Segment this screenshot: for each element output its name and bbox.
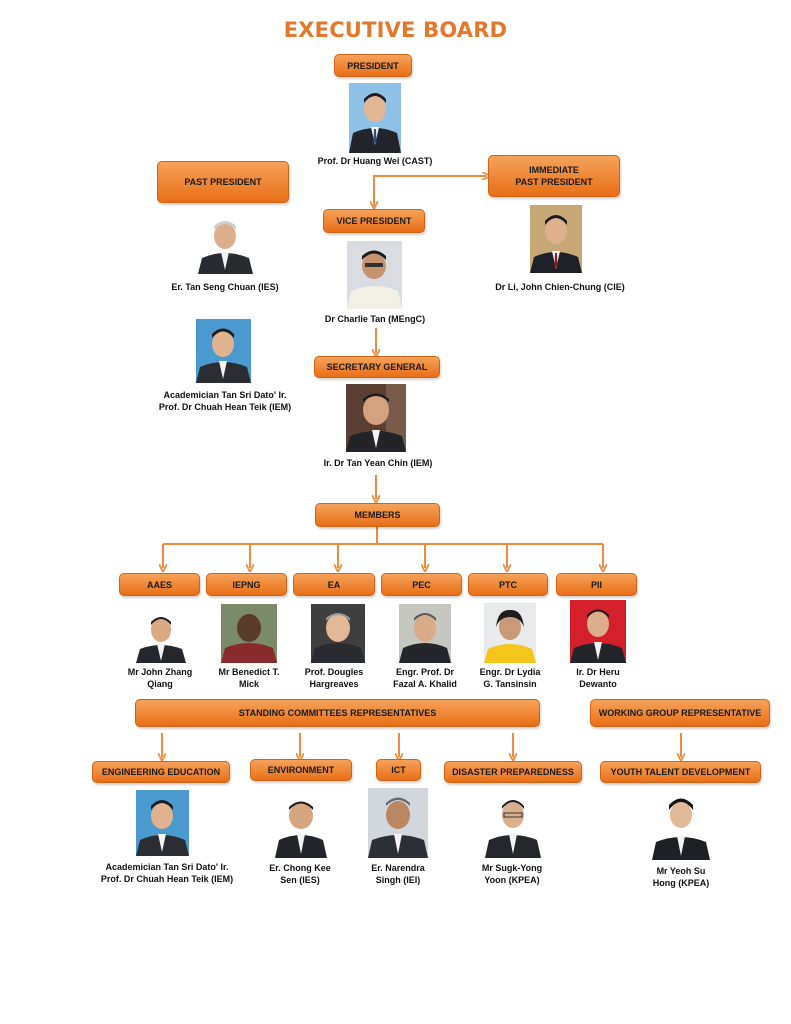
past-president-photo-1 xyxy=(198,212,253,274)
working-group-box: WORKING GROUP REPRESENTATIVE xyxy=(590,699,770,727)
committee-photo-youth-talent-development xyxy=(652,790,710,860)
past-president-photo-2 xyxy=(196,319,251,383)
vice-president-photo xyxy=(347,241,402,309)
member-photo-pec xyxy=(399,604,451,663)
secretary-general-photo xyxy=(346,384,406,452)
committee-photo-environment xyxy=(275,792,327,858)
page-title: EXECUTIVE BOARD xyxy=(283,18,508,42)
member-name-pec: Engr. Prof. Dr Fazal A. Khalid xyxy=(393,667,457,689)
secretary-general-box: SECRETARY GENERAL xyxy=(314,356,440,378)
committee-name-ict: Er. Narendra Singh (IEI) xyxy=(371,863,425,885)
president-name: Prof. Dr Huang Wei (CAST) xyxy=(317,156,433,166)
member-name-ptc: Engr. Dr Lydia G. Tansinsin xyxy=(479,667,541,689)
committee-photo-disaster-preparedness xyxy=(485,790,541,858)
committee-youth-talent-development: YOUTH TALENT DEVELOPMENT xyxy=(600,761,761,783)
past-president-box: PAST PRESIDENT xyxy=(157,161,289,203)
committee-name-disaster-preparedness: Mr Sugk-Yong Yoon (KPEA) xyxy=(481,863,543,885)
members-branch-line xyxy=(163,527,603,545)
member-org-pii: PII xyxy=(556,573,637,596)
committee-disaster-preparedness: DISASTER PREPAREDNESS xyxy=(444,761,582,783)
immediate-past-president-name: Dr Li, John Chien-Chung (CIE) xyxy=(495,282,625,292)
member-name-ea: Prof. Dougles Hargreaves xyxy=(304,667,364,689)
member-org-iepng: IEPNG xyxy=(206,573,287,596)
past-president-name-1: Er. Tan Seng Chuan (IES) xyxy=(171,282,279,292)
committee-photo-ict xyxy=(368,788,428,858)
president-photo xyxy=(349,83,401,153)
committee-environment: ENVIRONMENT xyxy=(250,759,352,781)
committee-engineering-education: ENGINEERING EDUCATION xyxy=(92,761,230,783)
member-org-pec: PEC xyxy=(381,573,462,596)
members-box: MEMBERS xyxy=(315,503,440,527)
member-photo-iepng xyxy=(221,604,277,663)
member-photo-aaes xyxy=(136,609,186,663)
committee-ict: ICT xyxy=(376,759,421,781)
president-box: PRESIDENT xyxy=(334,54,412,77)
arrow-to-immediate-past-president xyxy=(373,176,486,206)
member-name-iepng: Mr Benedict T. Mick xyxy=(218,667,280,689)
secretary-general-name: Ir. Dr Tan Yean Chin (IEM) xyxy=(323,458,433,468)
member-name-pii: Ir. Dr Heru Dewanto xyxy=(576,667,620,689)
member-name-aaes: Mr John Zhang Qiang xyxy=(127,667,193,689)
immediate-past-president-photo xyxy=(530,205,582,273)
standing-committees-box: STANDING COMMITTEES REPRESENTATIVES xyxy=(135,699,540,727)
vice-president-box: VICE PRESIDENT xyxy=(323,209,425,233)
member-org-ea: EA xyxy=(293,573,375,596)
past-president-name-2: Academician Tan Sri Dato' Ir. Prof. Dr C… xyxy=(158,390,292,412)
member-org-aaes: AAES xyxy=(119,573,200,596)
committee-photo-engineering-education xyxy=(136,790,189,856)
member-org-ptc: PTC xyxy=(468,573,548,596)
vice-president-name: Dr Charlie Tan (MEngC) xyxy=(324,314,426,324)
member-photo-pii xyxy=(570,600,626,663)
committee-name-engineering-education: Academician Tan Sri Dato' Ir. Prof. Dr C… xyxy=(100,862,234,884)
committee-name-environment: Er. Chong Kee Sen (IES) xyxy=(269,863,331,885)
committee-name-youth-talent-development: Mr Yeoh Su Hong (KPEA) xyxy=(652,866,710,888)
immediate-past-president-box: IMMEDIATE PAST PRESIDENT xyxy=(488,155,620,197)
member-photo-ptc xyxy=(484,603,536,663)
member-photo-ea xyxy=(311,604,365,663)
